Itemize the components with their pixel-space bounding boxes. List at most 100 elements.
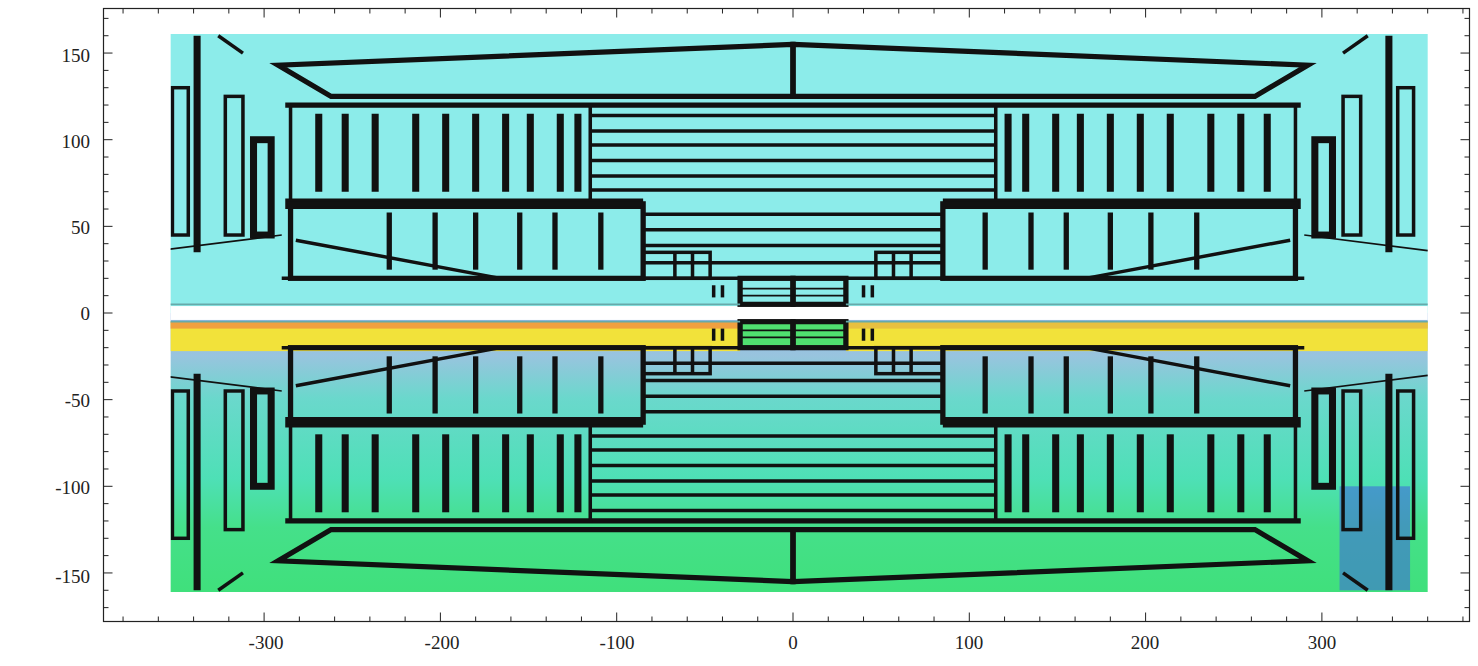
tick-mark	[228, 9, 229, 14]
tick-mark	[793, 9, 794, 18]
tick-label: 150	[62, 46, 91, 65]
tick-mark	[898, 617, 899, 622]
tick-mark	[334, 9, 335, 14]
tick-mark	[1465, 243, 1470, 244]
tick-mark	[405, 9, 406, 14]
tick-mark	[1465, 87, 1470, 88]
tick-mark	[1251, 617, 1252, 622]
tick-mark	[104, 572, 113, 573]
tick-mark	[123, 9, 124, 14]
tick-mark	[193, 9, 194, 14]
tick-mark	[104, 157, 109, 158]
tick-mark	[104, 555, 109, 556]
tick-mark	[1392, 9, 1393, 14]
tick-mark	[581, 9, 582, 14]
tick-mark	[1465, 70, 1470, 71]
tick-mark	[405, 617, 406, 622]
tick-mark	[104, 87, 109, 88]
tick-mark	[1461, 53, 1470, 54]
tick-mark	[158, 617, 159, 622]
tick-mark	[104, 53, 113, 54]
tick-mark	[969, 613, 970, 622]
tick-mark	[104, 486, 113, 487]
tick-mark	[104, 503, 109, 504]
tick-mark	[1465, 174, 1470, 175]
tick-mark	[299, 617, 300, 622]
tick-mark	[1465, 122, 1470, 123]
tick-mark	[1427, 9, 1428, 14]
tick-mark	[1465, 607, 1470, 608]
tick-mark	[722, 617, 723, 622]
tick-mark	[1465, 382, 1470, 383]
tick-mark	[546, 9, 547, 14]
tick-mark	[1286, 617, 1287, 622]
tick-mark	[1465, 538, 1470, 539]
tick-mark	[1462, 9, 1463, 14]
tick-label: 50	[71, 218, 90, 237]
tick-mark	[1465, 35, 1470, 36]
tick-mark	[264, 9, 265, 18]
tick-mark	[104, 139, 113, 140]
tick-mark	[1461, 486, 1470, 487]
tick-mark	[1357, 9, 1358, 14]
tick-mark	[722, 9, 723, 14]
tick-mark	[123, 617, 124, 622]
tick-label: -200	[425, 633, 460, 652]
tick-mark	[104, 330, 109, 331]
tick-mark	[475, 9, 476, 14]
tick-mark	[651, 9, 652, 14]
tick-mark	[1465, 261, 1470, 262]
tick-mark	[104, 607, 109, 608]
tick-mark	[510, 9, 511, 14]
tick-mark	[1465, 191, 1470, 192]
tick-mark	[104, 451, 109, 452]
tick-mark	[228, 617, 229, 622]
tick-mark	[1465, 364, 1470, 365]
tick-label: 200	[1131, 633, 1160, 652]
tick-mark	[1465, 295, 1470, 296]
tick-mark	[1465, 434, 1470, 435]
tick-mark	[104, 70, 109, 71]
tick-mark	[104, 226, 113, 227]
tick-mark	[1216, 617, 1217, 622]
tick-mark	[1004, 617, 1005, 622]
tick-mark	[1110, 617, 1111, 622]
tick-mark	[1145, 613, 1146, 622]
tick-mark	[969, 9, 970, 18]
tick-label: 100	[955, 633, 984, 652]
tick-mark	[1145, 9, 1146, 18]
tick-mark	[757, 9, 758, 14]
tick-mark	[158, 9, 159, 14]
tick-mark	[440, 613, 441, 622]
tick-label: 100	[62, 132, 91, 151]
tick-label: -300	[249, 633, 284, 652]
tick-mark	[1110, 9, 1111, 14]
tick-mark	[1461, 399, 1470, 400]
tick-mark	[934, 617, 935, 622]
tick-mark	[104, 191, 109, 192]
tick-mark	[1286, 9, 1287, 14]
tick-mark	[1465, 347, 1470, 348]
tick-mark	[1465, 278, 1470, 279]
tick-mark	[440, 9, 441, 18]
tick-mark	[863, 9, 864, 14]
axis-ticks	[104, 9, 1470, 622]
tick-label: -100	[55, 478, 90, 497]
tick-mark	[1216, 9, 1217, 14]
tick-mark	[369, 9, 370, 14]
tick-mark	[934, 9, 935, 14]
tick-mark	[1427, 617, 1428, 622]
tick-mark	[1039, 9, 1040, 14]
tick-mark	[828, 617, 829, 622]
tick-mark	[757, 617, 758, 622]
tick-label: -150	[55, 567, 90, 586]
tick-mark	[104, 261, 109, 262]
tick-mark	[1357, 617, 1358, 622]
tick-mark	[651, 617, 652, 622]
tick-mark	[510, 617, 511, 622]
tick-mark	[1465, 590, 1470, 591]
tick-mark	[687, 617, 688, 622]
tick-mark	[1180, 9, 1181, 14]
tick-mark	[1465, 18, 1470, 19]
tick-mark	[687, 9, 688, 14]
